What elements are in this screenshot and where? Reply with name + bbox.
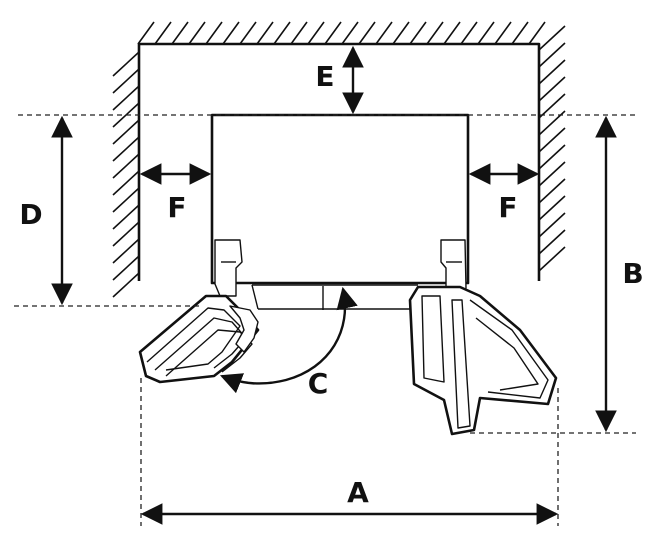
hatch-line	[112, 119, 140, 145]
label-f-right: F	[498, 191, 517, 224]
label-c: C	[308, 367, 329, 400]
fridge-cabinet	[210, 113, 470, 285]
reference-lines	[14, 114, 636, 526]
hatch-line	[538, 178, 566, 204]
niche-outline	[137, 42, 541, 281]
hatch-line	[494, 21, 512, 45]
hatch-line	[154, 21, 172, 45]
hatch-line	[538, 212, 566, 238]
label-a: A	[347, 476, 369, 509]
label-e: E	[315, 60, 334, 93]
left-hinge	[214, 239, 243, 297]
hatch-line	[443, 21, 461, 45]
hatch-line	[205, 21, 223, 45]
label-f-left: F	[167, 191, 186, 224]
hatch-line	[290, 21, 308, 45]
right-door-panel-2	[451, 299, 471, 429]
hatch-line	[511, 21, 529, 45]
hatch-line	[188, 21, 206, 45]
hatch-line	[239, 21, 257, 45]
hatch-line	[112, 136, 140, 162]
right-door-panel-3	[469, 299, 549, 399]
wall-niche	[112, 21, 566, 298]
door-threshold	[251, 284, 418, 310]
right-door-open	[408, 285, 558, 436]
hatch-line	[112, 204, 140, 230]
hatch-line	[409, 21, 427, 45]
hatch-line	[538, 144, 566, 170]
hatch-line	[256, 21, 274, 45]
hatch-line	[171, 21, 189, 45]
hatch-line	[460, 21, 478, 45]
dimension-labels: A B C D E F F	[19, 60, 643, 509]
dimension-c-arc	[219, 286, 358, 394]
hatch-line	[538, 229, 566, 255]
right-door-outer	[408, 285, 558, 436]
left-wall-hatching	[112, 51, 140, 298]
hatch-line	[392, 21, 410, 45]
hatch-line	[222, 21, 240, 45]
hatch-line	[112, 68, 140, 94]
label-b: B	[622, 257, 643, 290]
hatch-line	[538, 161, 566, 187]
hatch-line	[426, 21, 444, 45]
dimension-arrows	[51, 45, 617, 525]
hatch-line	[528, 21, 546, 45]
left-door-open	[138, 294, 260, 384]
hatch-line	[273, 21, 291, 45]
hatch-line	[538, 127, 566, 153]
hatch-line	[112, 255, 140, 281]
hatch-line	[324, 21, 342, 45]
hatch-line	[538, 25, 566, 51]
hatch-line	[112, 238, 140, 264]
hatch-line	[112, 187, 140, 213]
right-door-panel-4	[475, 317, 539, 391]
hatch-line	[112, 51, 140, 77]
hatch-line	[112, 153, 140, 179]
fridge-body	[210, 113, 470, 310]
hatch-line	[112, 85, 140, 111]
hatch-line	[375, 21, 393, 45]
hatch-line	[538, 195, 566, 221]
right-door-panel-1	[421, 295, 445, 383]
hatch-line	[112, 221, 140, 247]
right-wall-hatching	[538, 25, 566, 272]
label-d: D	[19, 198, 42, 231]
hatch-line	[358, 21, 376, 45]
hatch-line	[341, 21, 359, 45]
hatch-line	[137, 21, 155, 45]
hatch-line	[307, 21, 325, 45]
hatch-line	[538, 59, 566, 85]
hatch-line	[538, 93, 566, 119]
hatch-line	[538, 246, 566, 272]
hatch-line	[112, 272, 140, 298]
hatch-line	[538, 76, 566, 102]
hatch-line	[477, 21, 495, 45]
top-wall-hatching	[137, 21, 546, 45]
hatch-line	[538, 42, 566, 68]
hatch-line	[112, 170, 140, 196]
